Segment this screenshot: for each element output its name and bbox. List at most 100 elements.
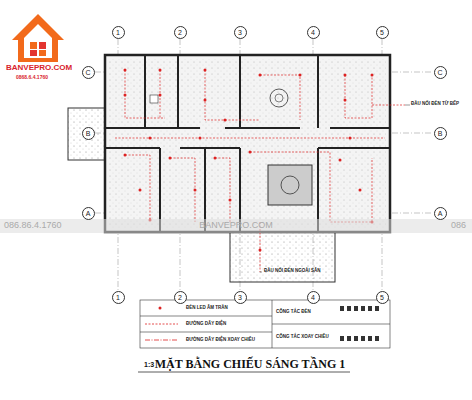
switch-symbol bbox=[368, 336, 372, 341]
switch-symbol bbox=[340, 306, 344, 311]
scale-label: 1:3 bbox=[144, 361, 154, 369]
grid-bubble: C bbox=[434, 66, 447, 79]
switch-symbol bbox=[354, 336, 358, 341]
watermark: 086.86.4.1760 bbox=[4, 221, 62, 231]
led-light bbox=[159, 69, 162, 72]
legend-led-sample bbox=[159, 307, 162, 310]
led-light bbox=[204, 99, 207, 102]
grid-bubble: 2 bbox=[174, 26, 187, 39]
led-light bbox=[349, 137, 352, 140]
switch-symbol bbox=[375, 336, 379, 341]
legend-table bbox=[140, 300, 390, 348]
watermark: 086 bbox=[451, 221, 466, 231]
led-light bbox=[124, 69, 127, 72]
callout-note: ĐẦU NỐI ĐÈN TỪ BẾP bbox=[411, 102, 459, 107]
outer-wall bbox=[105, 55, 390, 232]
logo-phone: 0868.6.4.1760 bbox=[16, 75, 48, 81]
grid-label: 1 bbox=[116, 29, 120, 36]
center-fixture bbox=[268, 165, 312, 205]
watermark: BANVEPRO.COM bbox=[199, 221, 273, 231]
inner-walls bbox=[105, 55, 390, 232]
led-light bbox=[214, 157, 217, 160]
switch-symbol bbox=[375, 306, 379, 311]
led-light bbox=[159, 94, 162, 97]
legend-text: ĐÈN LED ÂM TRẦN bbox=[186, 305, 228, 310]
led-light bbox=[149, 137, 152, 140]
switch-symbol bbox=[361, 306, 365, 311]
led-light bbox=[299, 74, 302, 77]
grid-lines bbox=[95, 39, 433, 290]
led-light bbox=[344, 99, 347, 102]
grid-bubble: B bbox=[82, 127, 95, 140]
led-light bbox=[359, 189, 362, 192]
led-light bbox=[259, 74, 262, 77]
led-light bbox=[224, 119, 227, 122]
led-light bbox=[169, 157, 172, 160]
legend-text: ĐƯỜNG DÂY ĐIỆN bbox=[186, 321, 226, 326]
legend-text: CÔNG TẮC XOAY CHIỀU bbox=[276, 334, 329, 339]
led-light bbox=[204, 69, 207, 72]
led-light bbox=[124, 154, 127, 157]
grid-bubble: 4 bbox=[307, 291, 320, 304]
led-light bbox=[339, 159, 342, 162]
legend-ac-wire-sample bbox=[145, 340, 178, 341]
led-light bbox=[371, 74, 374, 77]
grid-label: 2 bbox=[178, 29, 182, 36]
grid-label: B bbox=[438, 130, 443, 137]
grid-label: A bbox=[438, 210, 443, 217]
grid-label: C bbox=[85, 69, 90, 76]
grid-label: 2 bbox=[178, 294, 182, 301]
grid-label: 1 bbox=[116, 294, 120, 301]
grid-bubble: B bbox=[434, 127, 447, 140]
grid-bubble: 3 bbox=[234, 26, 247, 39]
logo-text: BANVEPRO.COM bbox=[6, 64, 72, 73]
switch-symbol bbox=[340, 336, 344, 341]
switch-symbol bbox=[347, 336, 351, 341]
grid-label: 3 bbox=[238, 29, 242, 36]
ceiling-fixture bbox=[270, 89, 288, 107]
grid-label: 4 bbox=[311, 294, 315, 301]
led-light bbox=[249, 151, 252, 154]
logo-icon bbox=[12, 14, 64, 62]
switch-symbol bbox=[347, 306, 351, 311]
grid-bubble: A bbox=[82, 207, 95, 220]
watermark-band bbox=[0, 219, 472, 233]
callout-note: ĐẦU NỐI ĐÈN NGOÀI SÂN bbox=[264, 269, 321, 274]
grid-bubble: A bbox=[434, 207, 447, 220]
drawing-title: MẶT BẰNG CHIẾU SÁNG TẦNG 1 bbox=[155, 357, 346, 372]
grid-bubble: 4 bbox=[307, 26, 320, 39]
legend-switch-icons bbox=[340, 306, 379, 341]
legend-text: ĐƯỜNG DÂY ĐIỆN XOAY CHIỀU bbox=[186, 337, 255, 342]
grid-bubble: 5 bbox=[376, 26, 389, 39]
grid-bubble: 1 bbox=[112, 291, 125, 304]
grid-bubble: C bbox=[82, 66, 95, 79]
led-light bbox=[139, 189, 142, 192]
title-underline bbox=[138, 372, 350, 373]
led-light bbox=[229, 199, 232, 202]
led-light bbox=[124, 94, 127, 97]
grid-label: B bbox=[86, 130, 91, 137]
side-porch bbox=[68, 108, 105, 160]
legend-wire-sample bbox=[145, 324, 178, 325]
grid-label: 5 bbox=[380, 294, 384, 301]
wiring bbox=[115, 70, 405, 272]
switch-symbol bbox=[361, 336, 365, 341]
grid-label: 5 bbox=[380, 29, 384, 36]
led-light bbox=[194, 189, 197, 192]
grid-bubble: 1 bbox=[112, 26, 125, 39]
grid-bubble: 5 bbox=[376, 291, 389, 304]
grid-bubble: 3 bbox=[234, 291, 247, 304]
led-light bbox=[259, 249, 262, 252]
grid-label: 4 bbox=[311, 29, 315, 36]
led-light bbox=[199, 137, 202, 140]
led-light bbox=[344, 74, 347, 77]
switch-symbol bbox=[354, 306, 358, 311]
grid-bubble: 2 bbox=[174, 291, 187, 304]
grid-label: 3 bbox=[238, 294, 242, 301]
switch-symbol bbox=[368, 306, 372, 311]
front-porch bbox=[230, 232, 335, 282]
legend-text: CÔNG TẮC ĐÈN bbox=[276, 309, 311, 314]
grid-label: C bbox=[437, 69, 442, 76]
grid-label: A bbox=[86, 210, 91, 217]
